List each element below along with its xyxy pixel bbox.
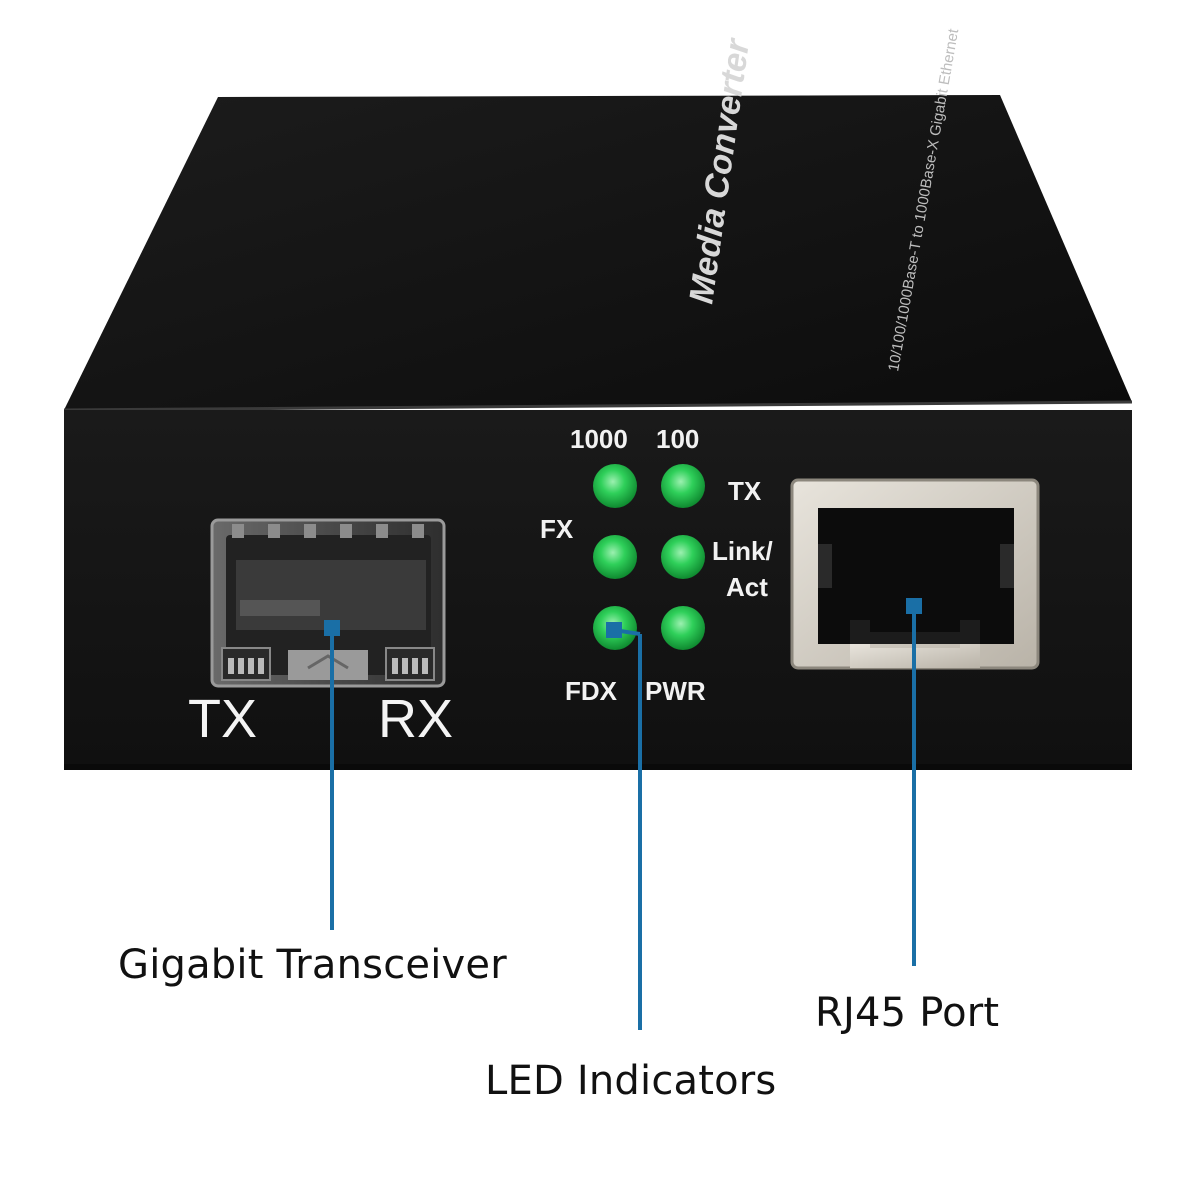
device-top-surface (64, 95, 1132, 410)
sfp-cage (210, 518, 446, 688)
callout-led-indicators: LED Indicators (485, 1058, 777, 1104)
callout-lines (324, 598, 922, 1030)
led-1000 (593, 464, 637, 508)
led-label-1000: 1000 (570, 424, 628, 454)
sfp-tx-label: TX (188, 689, 257, 749)
led-label-100: 100 (656, 424, 699, 454)
sfp-rx-label: RX (378, 689, 453, 749)
callout-rj45-port: RJ45 Port (815, 990, 1000, 1036)
led-grid (593, 464, 705, 650)
led-label-link: Link/ (712, 536, 773, 566)
led-label-fdx: FDX (565, 676, 618, 706)
led-label-tx: TX (728, 476, 762, 506)
callout-gigabit-transceiver: Gigabit Transceiver (118, 942, 507, 988)
led-label-pwr: PWR (645, 676, 706, 706)
led-label-act: Act (726, 572, 768, 602)
led-fx (593, 535, 637, 579)
led-link-act (661, 535, 705, 579)
led-100-tx (661, 464, 705, 508)
led-label-fx: FX (540, 514, 574, 544)
led-pwr (661, 606, 705, 650)
